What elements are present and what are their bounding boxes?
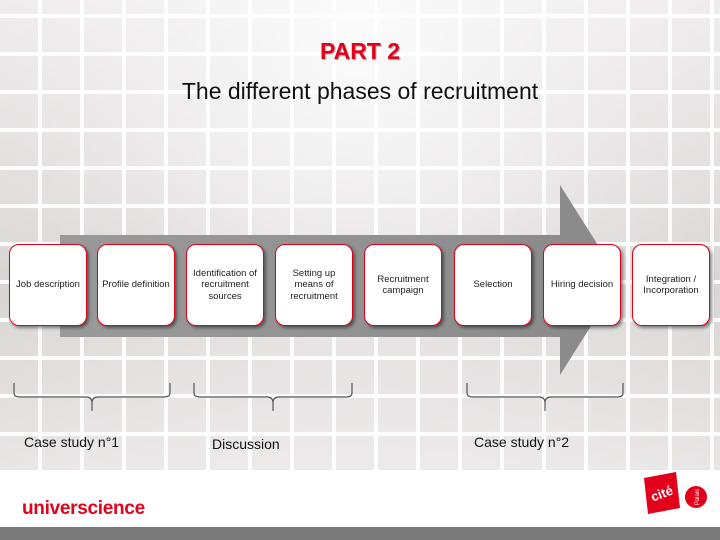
brace-group-3: [466, 383, 624, 411]
group-label-case-study-1: Case study n°1: [24, 434, 120, 450]
phase-label: Profile definition: [102, 279, 170, 291]
brace-group-2: [193, 383, 353, 411]
phase-integration: Integration / Incorporation: [632, 244, 710, 326]
slide-part-title: PART 2: [319, 38, 401, 64]
phase-recruitment-campaign: Recruitment campaign: [364, 244, 442, 326]
footer-bar: [0, 527, 720, 540]
phase-label: Hiring decision: [550, 279, 614, 291]
palais-logo-text: Palais: [695, 489, 701, 505]
phase-label: Identification of recruitment sources: [193, 267, 257, 302]
universcience-logo: universcience: [22, 498, 145, 519]
phase-selection: Selection: [454, 244, 532, 326]
palais-logo: Palais: [685, 486, 707, 508]
phase-setting-up-means: Setting up means of recruitment: [275, 244, 353, 326]
phase-label: Recruitment campaign: [377, 273, 429, 297]
phase-identification-sources: Identification of recruitment sources: [186, 244, 264, 326]
phase-hiring-decision: Hiring decision: [543, 244, 621, 326]
brace-group-1: [13, 383, 171, 411]
cite-logo-text: cité: [649, 483, 675, 505]
phase-label: Job description: [16, 279, 80, 291]
slide-main-title: The different phases of recruitment: [181, 78, 539, 104]
group-label-discussion: Discussion: [212, 436, 280, 452]
phase-profile-definition: Profile definition: [97, 244, 175, 326]
phase-job-description: Job description: [9, 244, 87, 326]
cite-logo: cité: [644, 472, 680, 514]
phase-label: Integration / Incorporation: [643, 273, 699, 297]
group-label-case-study-2: Case study n°2: [474, 434, 570, 450]
phase-label: Selection: [473, 279, 513, 291]
phase-label: Setting up means of recruitment: [290, 267, 338, 302]
